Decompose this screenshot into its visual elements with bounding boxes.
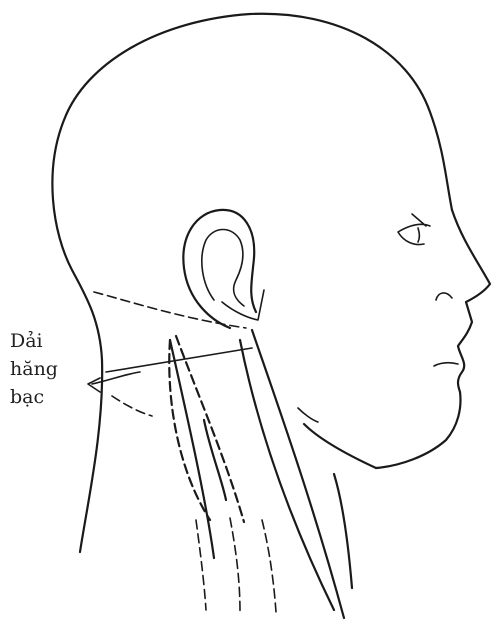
band-solid-left [170, 340, 214, 558]
lower-strip-1 [196, 520, 206, 610]
label-pointer-arrowhead [88, 378, 100, 392]
nostril [436, 293, 452, 300]
face-profile [376, 210, 490, 468]
muscle-front-edge [252, 330, 344, 618]
band-upper-line [106, 348, 252, 372]
lower-strip-2 [230, 518, 240, 612]
lower-strip-3 [262, 520, 276, 612]
ear-inner [202, 230, 244, 307]
occipital-dashed-line [94, 292, 246, 328]
throat-outline [334, 474, 352, 588]
label-line-2: hăng [10, 355, 82, 383]
eye [398, 214, 430, 245]
band-lower-dashed-arc [112, 396, 152, 416]
label-line-1: Dải [10, 327, 82, 355]
ear-outer [183, 210, 256, 328]
chin-tick [298, 408, 318, 422]
jaw-line [304, 424, 376, 468]
structure-label: Dải hăng bạc [10, 327, 82, 411]
muscle-back-edge [240, 340, 334, 610]
label-line-3: bạc [10, 383, 82, 411]
band-dashed-right [176, 336, 244, 522]
mouth [434, 363, 458, 366]
